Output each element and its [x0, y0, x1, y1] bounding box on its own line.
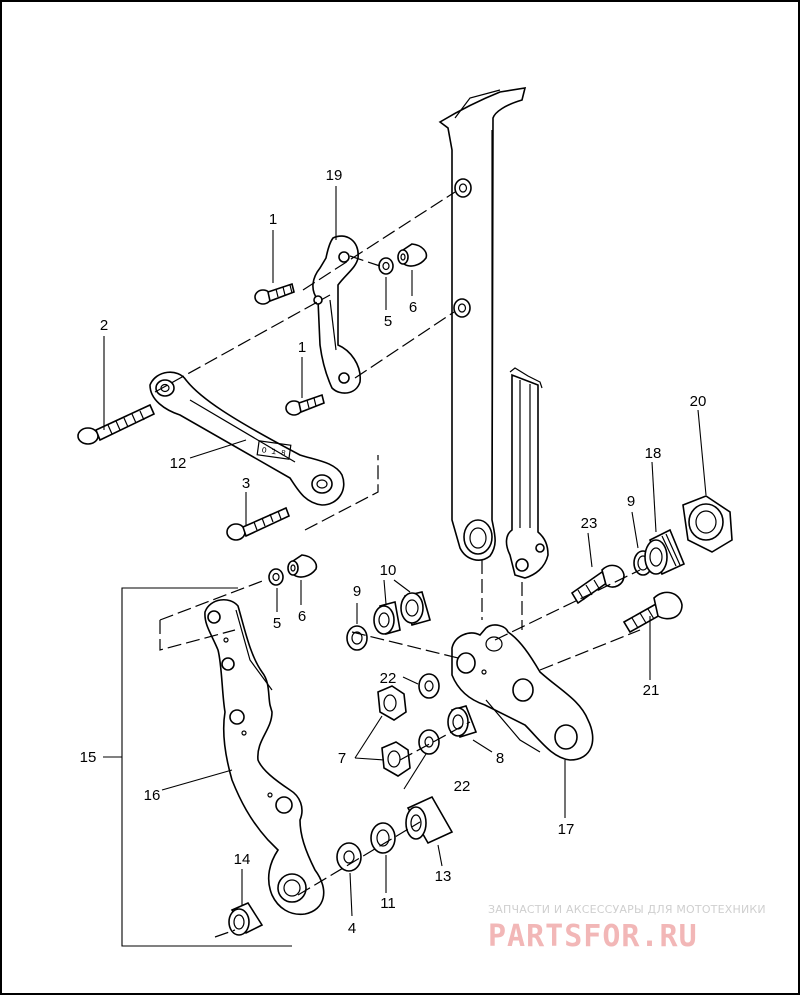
acorn-nut-6-middle	[287, 554, 318, 578]
nut-7-upper	[377, 685, 407, 721]
callout-8: 8	[496, 750, 504, 767]
bolt-3	[226, 506, 291, 541]
callout-23: 23	[581, 515, 598, 532]
svg-text:O 1 8: O 1 8	[261, 446, 286, 458]
bracket-19	[312, 235, 361, 394]
bushing-18	[644, 528, 686, 576]
bushing-10-a	[373, 601, 401, 636]
acorn-nut-6-upper	[397, 243, 428, 267]
plate-17	[451, 624, 594, 761]
bushing-8	[447, 705, 478, 739]
callout-9-left: 9	[353, 583, 361, 600]
nut-7-lower	[381, 741, 411, 777]
washer-4	[336, 842, 362, 872]
callout-1-lower: 1	[298, 339, 306, 356]
shift-rod	[505, 367, 549, 579]
washer-22-lower	[418, 729, 440, 755]
callout-17: 17	[558, 821, 575, 838]
bracket-16	[204, 599, 325, 916]
watermark-tagline: ЗАПЧАСТИ И АКСЕССУАРЫ ДЛЯ МОТОТЕХНИКИ	[488, 903, 766, 916]
washer-22-upper	[418, 673, 440, 699]
watermark: ЗАПЧАСТИ И АКСЕССУАРЫ ДЛЯ МОТОТЕХНИКИ PA…	[488, 903, 766, 954]
callout-15: 15	[80, 749, 97, 766]
callout-13: 13	[435, 868, 452, 885]
bolt-1-lower	[285, 393, 325, 416]
callout-22-upper: 22	[380, 670, 397, 687]
link-12: O 1 8	[149, 371, 345, 506]
callout-10: 10	[380, 562, 397, 579]
bolt-21	[622, 591, 683, 634]
callout-7: 7	[338, 750, 346, 767]
bushing-10-b	[400, 591, 431, 626]
callout-numbers: 1 1 2 3 4 5 5 6 6 7 8 9 9 10 11 12 13 14…	[80, 167, 707, 937]
leader-lines	[103, 186, 707, 917]
callout-1-upper: 1	[269, 211, 277, 228]
callout-5-middle: 5	[273, 615, 281, 632]
callout-9-right: 9	[627, 493, 635, 510]
washer-5-middle	[268, 568, 284, 586]
callout-3: 3	[242, 475, 250, 492]
callout-4: 4	[348, 920, 356, 937]
callout-16: 16	[144, 787, 161, 804]
bolt-2	[77, 403, 156, 445]
callout-12: 12	[170, 455, 187, 472]
callout-6-upper: 6	[409, 299, 417, 316]
callout-2: 2	[100, 317, 108, 334]
sleeve-13	[405, 795, 454, 845]
callout-5-upper: 5	[384, 313, 392, 330]
callout-20: 20	[690, 393, 707, 410]
callout-19: 19	[326, 167, 343, 184]
callout-22-lower: 22	[454, 778, 471, 795]
callout-14: 14	[234, 851, 251, 868]
callout-6-middle: 6	[298, 608, 306, 625]
bolt-1-upper	[254, 282, 295, 305]
bushing-14	[228, 901, 264, 936]
callout-18: 18	[645, 445, 662, 462]
washer-11	[370, 822, 396, 854]
watermark-brand: PARTSFOR.RU	[488, 919, 698, 954]
washer-9-left	[346, 625, 368, 651]
bolt-23	[570, 564, 625, 605]
frame-tube	[438, 87, 527, 561]
callout-21: 21	[643, 682, 660, 699]
alignment-lines	[154, 191, 641, 938]
assembly-15-bracket	[121, 587, 292, 947]
callout-11: 11	[380, 895, 396, 912]
washer-5-upper	[378, 257, 394, 275]
nut-20	[682, 495, 733, 553]
